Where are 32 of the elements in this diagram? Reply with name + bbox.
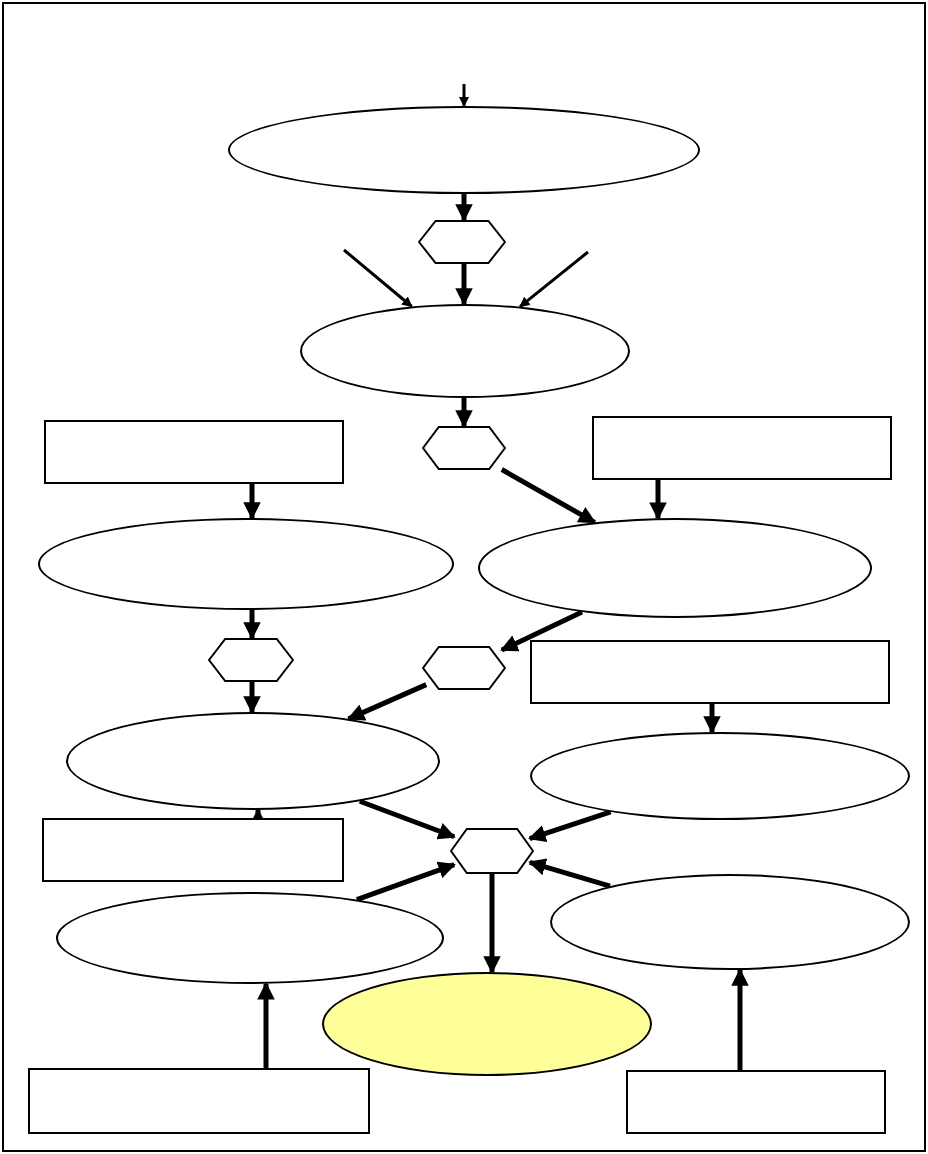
process-box bbox=[626, 1070, 886, 1134]
arrow bbox=[483, 874, 501, 974]
arrow bbox=[257, 982, 275, 1068]
arrow bbox=[731, 968, 749, 1070]
arrow bbox=[343, 248, 413, 308]
process-box bbox=[28, 1068, 370, 1134]
arrow bbox=[500, 467, 597, 525]
hexagon-node bbox=[450, 828, 534, 874]
arrow bbox=[346, 682, 428, 722]
arrow bbox=[455, 398, 473, 428]
arrow bbox=[519, 250, 589, 308]
arrow bbox=[500, 609, 584, 653]
process-box bbox=[530, 640, 890, 704]
hexagon-node bbox=[208, 638, 294, 682]
arrow bbox=[243, 682, 261, 714]
arrow bbox=[528, 858, 611, 889]
arrow bbox=[458, 84, 470, 108]
arrow bbox=[355, 861, 456, 902]
process-box bbox=[42, 818, 344, 882]
process-box bbox=[592, 416, 892, 480]
arrow bbox=[243, 484, 261, 520]
arrow bbox=[455, 264, 473, 306]
arrow bbox=[455, 194, 473, 222]
hexagon-node bbox=[422, 426, 506, 470]
process-box bbox=[44, 420, 344, 484]
arrow bbox=[703, 704, 721, 734]
hexagon-node bbox=[422, 646, 506, 690]
arrow bbox=[358, 798, 456, 840]
hexagon-node bbox=[418, 220, 506, 264]
arrow bbox=[243, 610, 261, 640]
arrow bbox=[528, 809, 612, 842]
arrow bbox=[649, 480, 667, 520]
